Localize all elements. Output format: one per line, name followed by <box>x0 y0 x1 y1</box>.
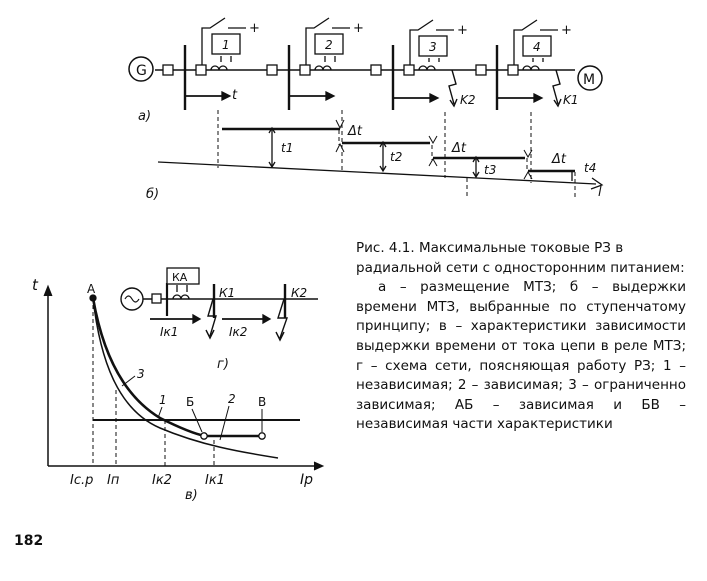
curve-label-2: 2 <box>228 392 236 406</box>
plus-sign-3: + <box>457 23 468 38</box>
relay-box-4 <box>522 35 552 57</box>
curve-2-dependent <box>92 297 279 459</box>
curve-label-1: 1 <box>159 393 167 407</box>
figure-caption: Рис. 4.1. Максимальные токовые РЗ в ради… <box>356 239 686 435</box>
fault-arrow-k2 <box>448 69 457 105</box>
delta-t-3: Δt <box>551 152 567 167</box>
fig-g-panel-label: г) <box>217 357 229 372</box>
point-label-b: Б <box>186 395 194 409</box>
page-number: 182 <box>14 533 44 549</box>
caption-title: Рис. 4.1. Максимальные токовые РЗ в ради… <box>356 240 685 276</box>
point-label-a: А <box>87 282 96 296</box>
fig-b-panel-label: б) <box>146 187 159 202</box>
fault-label-k1: K1 <box>563 93 579 107</box>
fig-b-axis-label: l <box>598 185 602 200</box>
power-flow-arrows <box>185 90 544 104</box>
relay-label-4: 4 <box>533 40 541 54</box>
fig-v-characteristics: t Iр А Б В 3 1 2 Iс.р Iп Iк <box>32 276 325 503</box>
k2-label: К2 <box>291 286 307 300</box>
relay-label-1: 1 <box>222 38 230 52</box>
fault-label-k2: K2 <box>460 93 476 107</box>
delta-t-1: Δt <box>347 124 363 139</box>
relay-label-2: 2 <box>325 38 333 52</box>
plus-sign-1: + <box>249 21 260 36</box>
generator-symbol <box>128 56 154 82</box>
y-axis-label: t <box>32 276 39 294</box>
fig-a-network: G M 1 2 3 4 <box>128 17 603 124</box>
motor-label: M <box>583 72 595 88</box>
fig-a-panel-label: а) <box>138 109 151 124</box>
curve-label-3: 3 <box>137 367 145 381</box>
x-tick-label-icp: Iс.р <box>70 473 93 488</box>
caption-body: а – размещение МТЗ; б – выдержки времени… <box>356 279 686 433</box>
generator-label: G <box>136 63 147 79</box>
delta-t-2: Δt <box>451 141 467 156</box>
step-label-t2: t2 <box>390 150 402 164</box>
k1-label: К1 <box>219 286 235 300</box>
relay-box-3 <box>418 35 448 57</box>
relay-label-3: 3 <box>429 40 437 54</box>
x-tick-label-ik2: Iк2 <box>152 473 172 488</box>
ka-relay-box <box>166 267 200 285</box>
step-label-t4: t4 <box>584 161 596 175</box>
fig-g-network: КА К1 К2 Iк1 Iк2 г) <box>120 267 318 372</box>
fault-arrow-k1 <box>552 69 561 105</box>
relay-box-2 <box>314 33 344 55</box>
x-axis-label: Iр <box>300 472 313 488</box>
relay-box-1 <box>211 33 241 55</box>
current-label-ik2: Iк2 <box>229 325 247 339</box>
point-label-v: В <box>258 395 266 409</box>
fig-a-t-label: t <box>232 88 238 103</box>
ka-relay-label: КА <box>172 271 188 284</box>
motor-symbol <box>577 65 603 91</box>
curve-3-limited <box>91 297 262 438</box>
current-label-ik1: Iк1 <box>160 325 178 339</box>
x-tick-label-ik1: Iк1 <box>205 473 225 488</box>
fig-b-time-steps: l Δt Δt Δt t1 <box>146 110 604 202</box>
x-tick-label-in: Iп <box>107 473 120 488</box>
plus-sign-2: + <box>353 21 364 36</box>
step-label-t1: t1 <box>281 141 293 155</box>
plus-sign-4: + <box>561 23 572 38</box>
step-label-t3: t3 <box>484 163 496 177</box>
fig-v-panel-label: в) <box>185 488 198 503</box>
